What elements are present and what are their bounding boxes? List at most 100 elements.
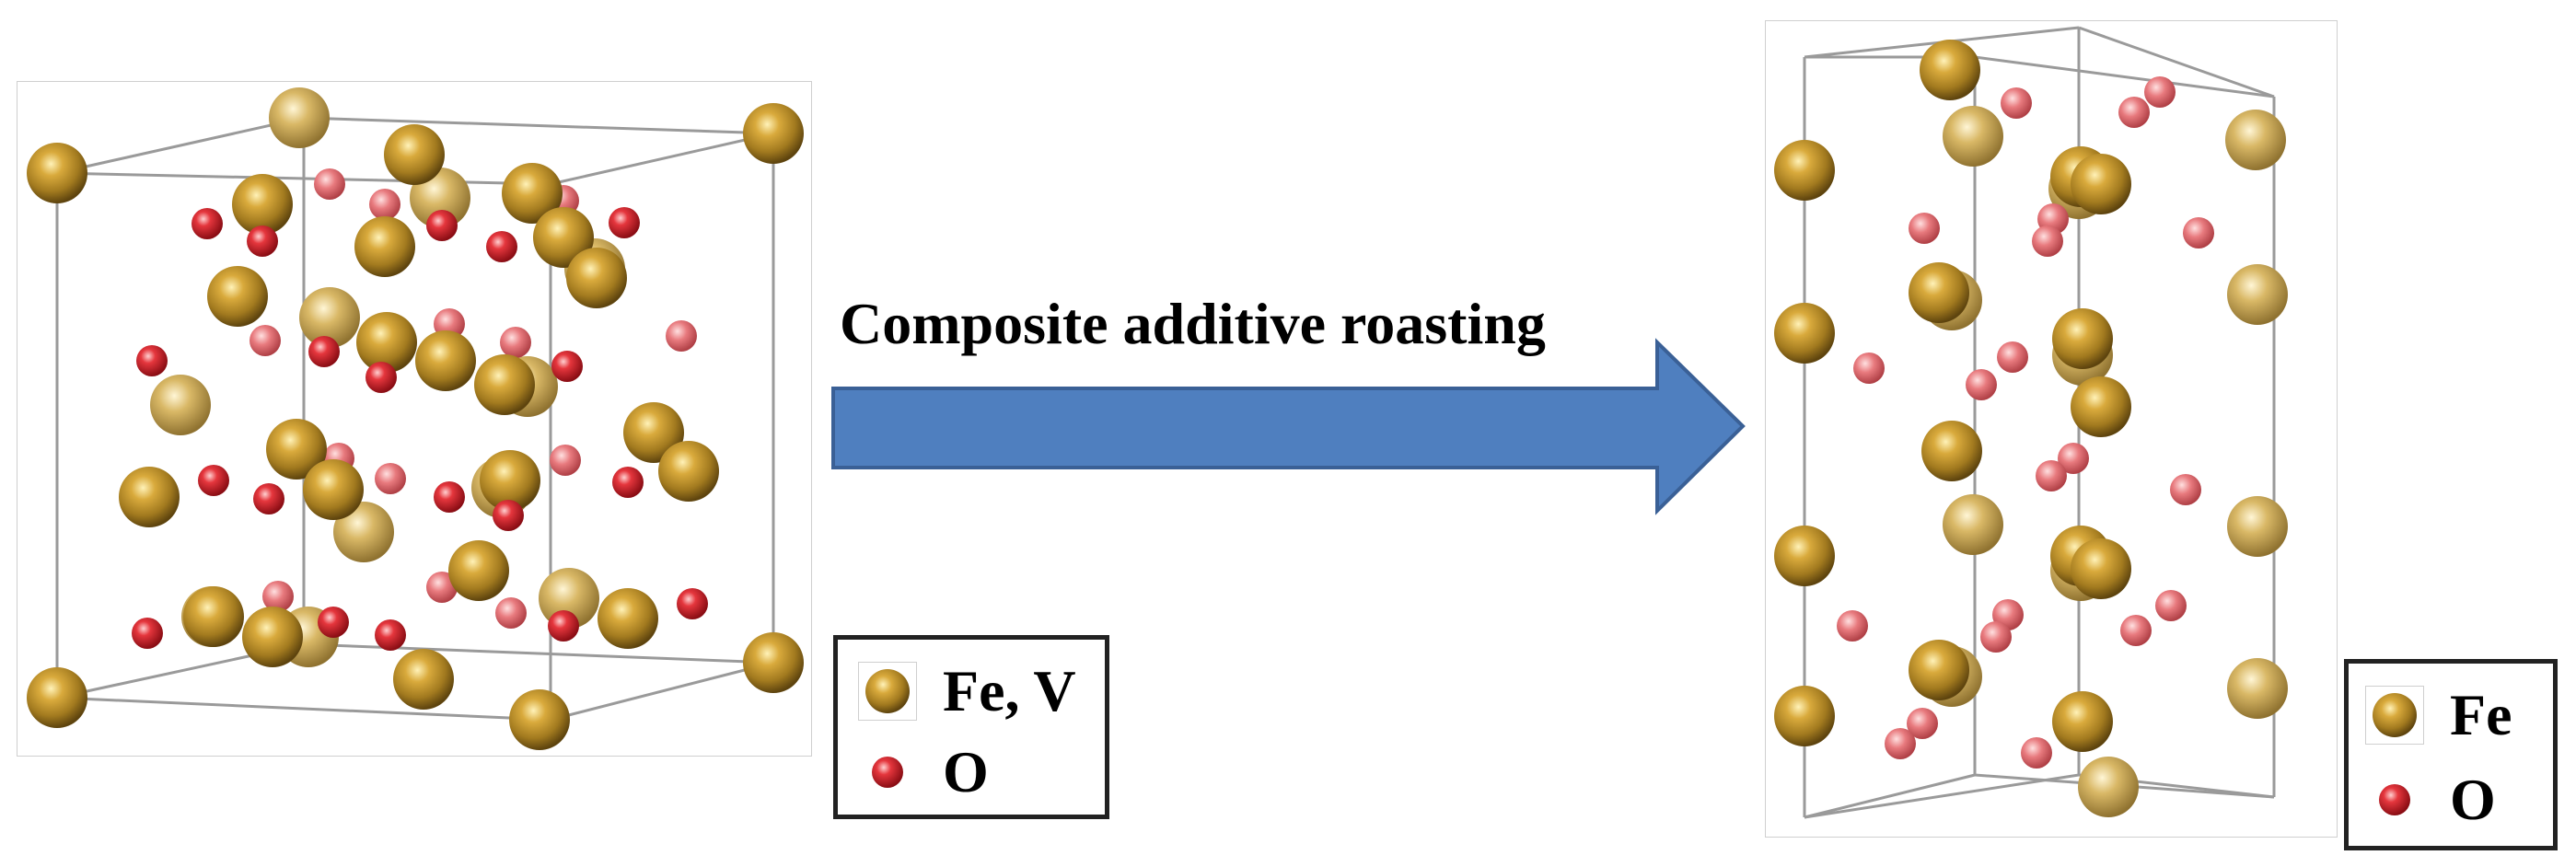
fe-v-atom-icon — [858, 662, 917, 721]
o-atom — [1966, 369, 1997, 400]
o-atom — [1907, 708, 1938, 739]
o-atom — [369, 189, 400, 220]
fe-atom — [1943, 494, 2003, 555]
fe-atom — [303, 459, 364, 520]
o-atom — [493, 500, 524, 531]
o-atom — [500, 327, 531, 358]
o-atom — [2036, 460, 2067, 491]
fe-atom — [2052, 308, 2113, 369]
cell-edge — [550, 661, 774, 722]
fe-atom — [207, 266, 268, 327]
o-atom — [1909, 213, 1940, 244]
fe-atom — [415, 330, 476, 391]
fe-atom — [232, 174, 293, 235]
o-atom — [612, 467, 644, 498]
fe-atom — [533, 207, 594, 268]
fe-atom — [1909, 262, 1969, 323]
fe-atom — [1774, 686, 1835, 746]
fe-atom — [2227, 496, 2288, 557]
fe-atom — [2052, 691, 2113, 752]
fe-atom — [27, 143, 87, 203]
legend-label-o: O — [2450, 767, 2496, 832]
o-atom — [551, 351, 583, 382]
fe-atom — [269, 87, 330, 148]
fe-atom-icon — [2365, 686, 2424, 745]
fe-atom — [2227, 658, 2288, 719]
o-atom — [2120, 615, 2152, 646]
fe-atom — [1774, 303, 1835, 364]
o-atom — [2021, 737, 2052, 769]
o-atom — [262, 581, 294, 612]
fe-atom — [393, 649, 454, 710]
o-atom — [2001, 87, 2032, 119]
legend-label-fe-v: Fe, V — [943, 658, 1076, 723]
fe-atom — [242, 607, 303, 667]
o-atom — [366, 362, 397, 393]
o-atom — [426, 210, 458, 241]
o-atom — [2155, 590, 2187, 621]
cell-edge — [56, 116, 305, 175]
fe-atom — [448, 540, 509, 601]
fe-atom — [566, 248, 627, 308]
fe-atom — [1774, 526, 1835, 586]
o-atom — [2118, 97, 2150, 128]
legend-label-o: O — [943, 739, 989, 804]
o-atom — [609, 207, 640, 238]
o-atom — [2170, 474, 2201, 505]
o-atom — [249, 325, 281, 356]
o-atom — [550, 445, 581, 476]
cell-edge — [1804, 773, 1976, 819]
legend-label-fe: Fe — [2450, 682, 2512, 747]
fe-atom — [333, 502, 394, 562]
o-atom — [375, 463, 406, 494]
o-atom — [2144, 76, 2176, 108]
fe-atom — [1921, 421, 1982, 481]
fe-atom — [119, 467, 180, 527]
o-atom — [308, 336, 340, 367]
fe-atom — [623, 402, 684, 463]
o-atom — [1885, 728, 1916, 759]
cell-edge — [1804, 773, 2080, 819]
o-atom — [2032, 225, 2063, 257]
o-atom — [1837, 610, 1868, 642]
cell-edge — [303, 642, 774, 665]
fe-atom — [299, 287, 360, 348]
fe-atom — [539, 568, 599, 629]
o-atom-icon — [2365, 770, 2424, 829]
left-unit-cell-edges — [55, 116, 775, 722]
legend-item-fe: Fe — [2365, 686, 2512, 745]
o-atom — [375, 619, 406, 651]
fe-atom — [2071, 376, 2131, 437]
o-atom — [1997, 341, 2028, 373]
o-atom — [132, 618, 163, 649]
fe-atom — [474, 354, 535, 415]
o-atom — [1980, 621, 2012, 653]
right-unit-cell-edges — [1803, 26, 2276, 819]
process-arrow — [831, 338, 1746, 515]
o-atom-icon — [858, 743, 917, 802]
process-label: Composite additive roasting — [840, 291, 1546, 356]
cell-edge — [56, 696, 551, 722]
fe-atom — [1909, 640, 1969, 700]
fe-atom — [2227, 264, 2288, 325]
o-atom — [486, 231, 517, 262]
fe-atom — [658, 441, 719, 502]
fe-atom — [266, 419, 327, 480]
fe-atom — [2225, 110, 2286, 170]
legend-item-fe-v: Fe, V — [858, 662, 1076, 721]
fe-atom — [1774, 140, 1835, 201]
left-legend: Fe, V O — [833, 635, 1109, 819]
o-atom — [434, 481, 465, 513]
o-atom — [666, 320, 697, 352]
o-atom — [136, 345, 168, 376]
fe-atom — [27, 667, 87, 728]
right-legend: Fe O — [2344, 659, 2558, 850]
o-atom — [677, 588, 708, 619]
fe-atom — [384, 124, 445, 185]
fe-atom — [356, 312, 417, 373]
fe-atom — [354, 216, 415, 277]
fe-atom — [743, 632, 804, 693]
o-atom — [548, 610, 579, 642]
o-atom — [1853, 353, 1885, 384]
left-atoms — [27, 87, 804, 750]
